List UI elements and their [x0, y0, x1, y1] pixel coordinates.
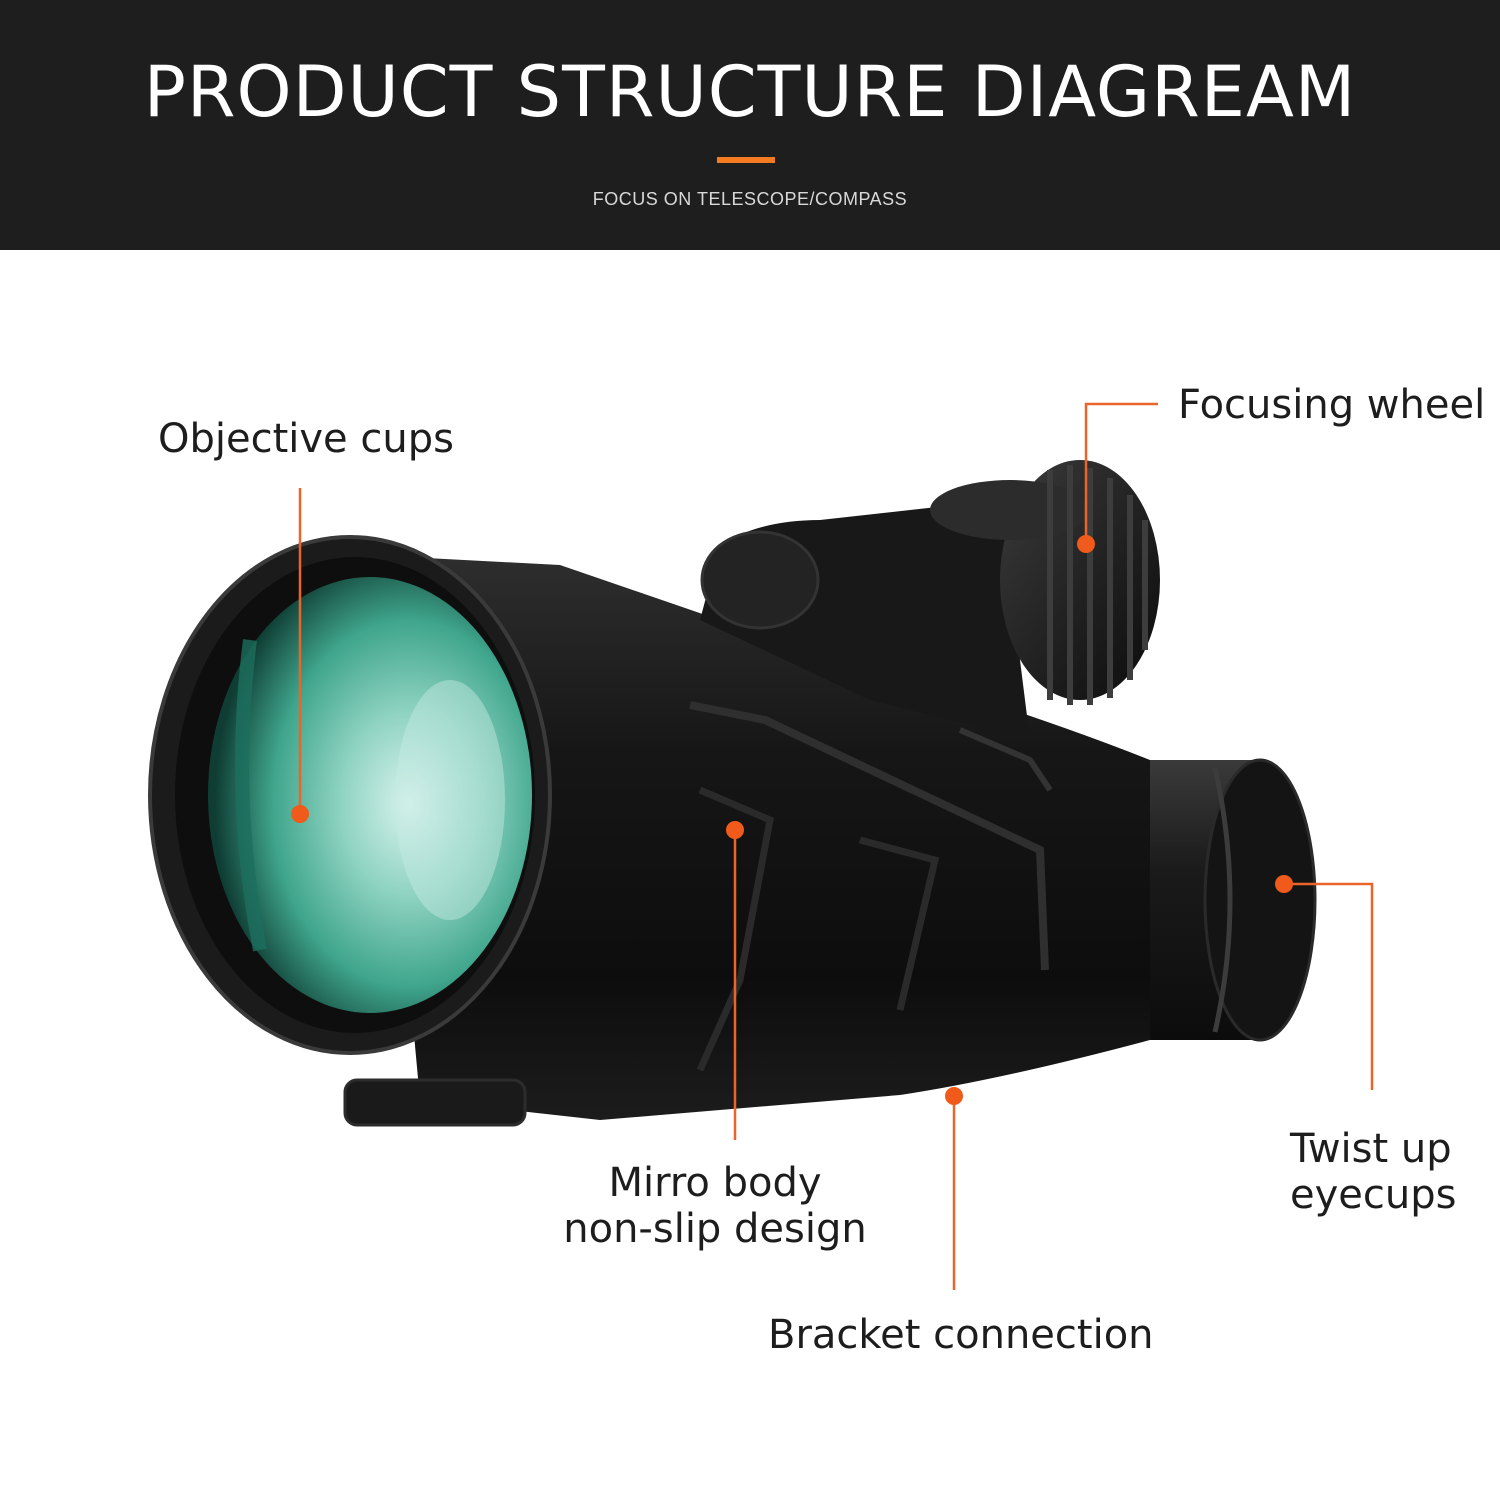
leader-twist-up-eyecups [1284, 882, 1374, 1090]
eyepiece [1150, 758, 1317, 1042]
leader-focusing-wheel [1084, 402, 1158, 544]
objective-lens [148, 535, 552, 1055]
header-banner: PRODUCT STRUCTURE DIAGREAM FOCUS ON TELE… [0, 0, 1500, 250]
dot-mirro-body [726, 821, 744, 839]
page-title: PRODUCT STRUCTURE DIAGREAM [143, 51, 1357, 133]
label-mirro-body: Mirro body non-slip design [563, 1160, 867, 1252]
label-twist-up-eyecups: Twist up eyecups [1290, 1126, 1457, 1218]
dot-twist-up-eyecups [1275, 875, 1293, 893]
page-subtitle: FOCUS ON TELESCOPE/COMPASS [592, 189, 908, 209]
accent-bar [717, 157, 775, 163]
label-objective-cups: Objective cups [158, 416, 454, 462]
monocular-diagram [148, 402, 1374, 1290]
label-focusing-wheel: Focusing wheel [1178, 382, 1486, 428]
dot-bracket-connection [945, 1087, 963, 1105]
callout-dots [291, 535, 1293, 1105]
focusing-wheel [930, 460, 1160, 705]
dot-focusing-wheel [1077, 535, 1095, 553]
focus-assembly [700, 460, 1160, 740]
dot-objective-cups [291, 805, 309, 823]
label-bracket-connection: Bracket connection [768, 1312, 1154, 1358]
leader-lines [298, 402, 1374, 1290]
